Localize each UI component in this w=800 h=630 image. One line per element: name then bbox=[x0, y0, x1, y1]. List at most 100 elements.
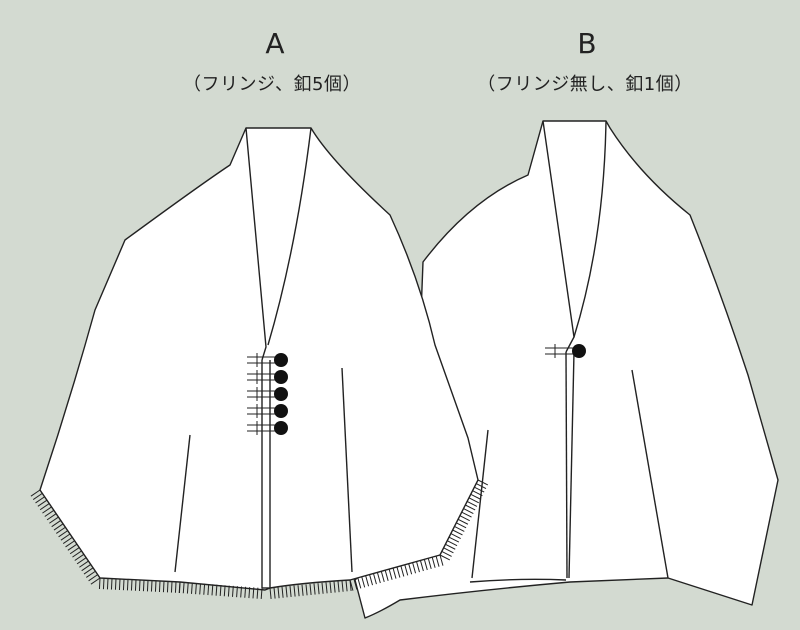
fringe-tassel bbox=[162, 581, 165, 593]
cape-b-front-right bbox=[568, 351, 575, 579]
fringe-tassel bbox=[170, 581, 173, 593]
fringe-tassel bbox=[281, 586, 284, 598]
fringe-tassel bbox=[353, 578, 358, 590]
fringe-tassel bbox=[65, 540, 75, 548]
fringe-tassel bbox=[447, 540, 458, 547]
button bbox=[274, 421, 288, 435]
button bbox=[274, 387, 288, 401]
fringe-tassel bbox=[110, 578, 113, 590]
fringe-tassel bbox=[146, 580, 149, 592]
cape-a-side-left bbox=[174, 434, 191, 573]
fringe-tassel bbox=[256, 587, 259, 599]
fringe-tassel bbox=[470, 493, 481, 500]
fringe-tassel bbox=[456, 522, 467, 529]
cape-b-hem-inner bbox=[469, 578, 567, 583]
cape-a-body bbox=[39, 127, 479, 591]
fringe-tassel bbox=[289, 585, 292, 597]
fringe-tassel bbox=[49, 516, 59, 524]
cape-b-lapel-right bbox=[573, 120, 607, 338]
fringe-tassel bbox=[474, 486, 485, 493]
fringe-tassel bbox=[46, 513, 57, 521]
fringe-tassel bbox=[182, 582, 185, 594]
fringe-tassel bbox=[166, 581, 169, 593]
fringe-tassel bbox=[477, 479, 489, 486]
fringe-tassel bbox=[211, 584, 214, 596]
fringe-tassel bbox=[439, 554, 444, 566]
fringe-tassel bbox=[439, 554, 451, 561]
fringe-tassel bbox=[365, 575, 370, 587]
fringe-tassel bbox=[376, 572, 381, 584]
variant-b-caption: （フリンジ無し、釦1個） bbox=[477, 74, 693, 95]
fringe-tassel bbox=[412, 562, 417, 574]
fringe-tassel bbox=[39, 503, 50, 511]
cape-a bbox=[39, 127, 479, 591]
fringe-tassel bbox=[404, 564, 409, 576]
variant-b-letter: B bbox=[577, 27, 597, 60]
fringe-tassel bbox=[443, 547, 454, 554]
fringe-tassel bbox=[142, 580, 145, 592]
fringe-tassel bbox=[227, 585, 230, 597]
fringe-tassel bbox=[293, 585, 296, 597]
fringe-tassel bbox=[98, 577, 101, 590]
fringe-tassel bbox=[380, 571, 385, 583]
fringe-tassel bbox=[388, 568, 393, 580]
fringe-tassel bbox=[309, 583, 312, 595]
fringe-tassel bbox=[199, 583, 201, 595]
fringe-tassel bbox=[423, 559, 428, 571]
fringe-tassel bbox=[419, 560, 424, 572]
fringe-tassel bbox=[435, 555, 440, 567]
fringe-tassel bbox=[325, 582, 328, 594]
fringe-tassel bbox=[475, 483, 487, 489]
fringe-tassel bbox=[396, 566, 401, 578]
fringe-tassel bbox=[472, 490, 483, 497]
buttons-a bbox=[247, 353, 288, 435]
fringe-tassel bbox=[457, 518, 469, 525]
fringe-tassel bbox=[448, 536, 460, 543]
fringe-tassel bbox=[244, 586, 247, 598]
fringe-tassel bbox=[416, 561, 420, 573]
fringe-tassel bbox=[67, 543, 78, 551]
fringe-tassel bbox=[81, 564, 92, 572]
cape-b-front-left bbox=[565, 351, 568, 579]
button bbox=[274, 370, 288, 384]
fringe-tassel bbox=[285, 586, 288, 598]
button bbox=[572, 344, 586, 358]
fringe-tassel bbox=[231, 585, 234, 597]
fringe-a bbox=[30, 479, 489, 600]
fringe-tassel bbox=[333, 581, 336, 593]
fringe-tassel bbox=[452, 529, 463, 536]
button bbox=[274, 404, 288, 418]
fringe-tassel bbox=[273, 587, 276, 599]
fringe-tassel bbox=[461, 511, 472, 518]
fringe-tassel bbox=[74, 553, 85, 561]
fringe-tassel bbox=[203, 583, 206, 595]
fringe-tassel bbox=[76, 557, 87, 565]
fringe-tassel bbox=[118, 578, 121, 591]
fringe-tassel bbox=[349, 579, 354, 591]
fringe-tassel bbox=[88, 574, 98, 582]
fringe-tassel bbox=[445, 543, 456, 550]
fringe-tassel bbox=[207, 584, 210, 596]
fringe-tassel bbox=[313, 583, 316, 595]
fringe-tassel bbox=[463, 508, 474, 514]
fringe-tassel bbox=[269, 587, 272, 599]
fringe-tassel bbox=[392, 567, 397, 579]
fringe-tassel bbox=[30, 489, 41, 497]
fringe-tassel bbox=[345, 580, 348, 592]
fringe-tassel bbox=[42, 506, 52, 514]
fringe-tassel bbox=[60, 533, 71, 541]
fringe-tassel bbox=[58, 530, 68, 538]
fringe-tassel bbox=[337, 581, 340, 593]
fringe-tassel bbox=[122, 579, 125, 591]
cape-b-side-right bbox=[631, 369, 669, 579]
fringe-tassel bbox=[219, 584, 222, 597]
fringe-tassel bbox=[37, 499, 48, 507]
fringe-tassel bbox=[252, 587, 255, 599]
fringe-tassel bbox=[178, 581, 181, 594]
fringe-tassel bbox=[369, 574, 373, 586]
fringe-tassel bbox=[83, 567, 94, 575]
fringe-tassel bbox=[384, 570, 389, 581]
fringe-tassel bbox=[459, 515, 470, 522]
fringe-tassel bbox=[454, 525, 465, 532]
